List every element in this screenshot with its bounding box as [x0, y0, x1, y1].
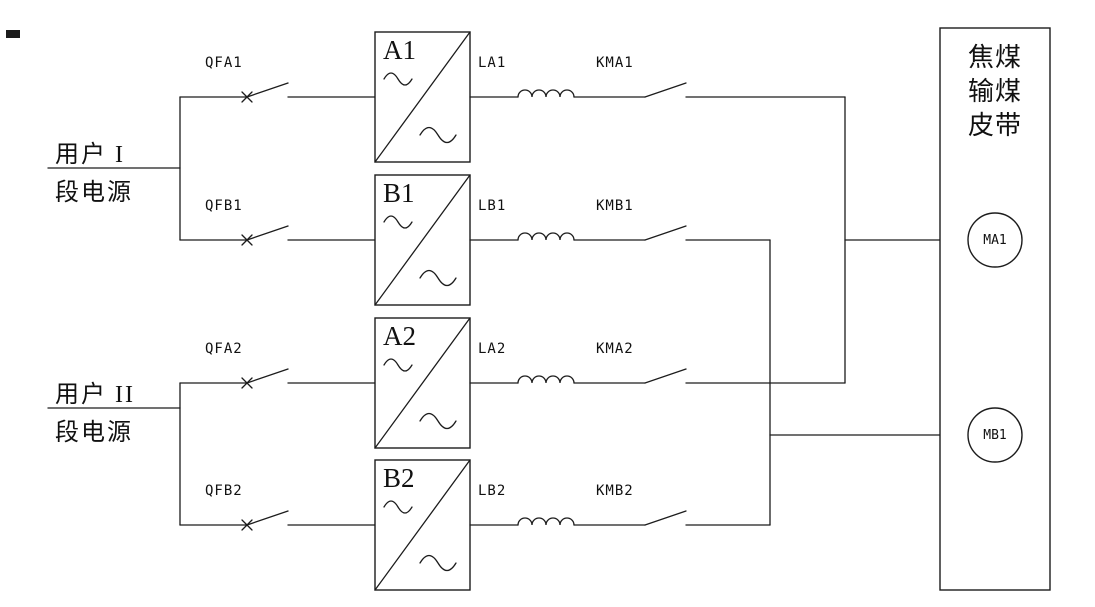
breaker-label: QFB1	[205, 198, 243, 214]
inductor-icon	[517, 232, 575, 241]
reactor-label: LB2	[478, 483, 506, 499]
inverter-box-a1: A1	[374, 31, 471, 163]
load-outline	[939, 27, 1051, 591]
contactor-label: KMA2	[596, 341, 634, 357]
reactor-label: LA1	[478, 55, 506, 71]
motor-symbol	[967, 407, 1023, 463]
output-buses	[769, 96, 969, 526]
source-2-label-line1: 用户 II	[55, 381, 135, 408]
inverter-diagonal	[374, 459, 471, 591]
load-title-line1: 焦煤	[968, 43, 1022, 72]
breaker-blade	[246, 510, 289, 526]
contactor-label: KMB2	[596, 483, 634, 499]
breaker-label: QFA2	[205, 341, 243, 357]
inductor-icon	[517, 375, 575, 384]
branch-a1: QFA1 LA1 KMA1 A1	[179, 31, 846, 163]
ac-wave-icon	[383, 215, 413, 229]
inductor-icon	[517, 517, 575, 526]
source-1-label-line1: 用户 I	[55, 141, 125, 168]
inductor-icon	[517, 89, 575, 98]
inverter-box-b2: B2	[374, 459, 471, 591]
source-2-label-line2: 段电源	[55, 419, 133, 446]
ac-wave-icon	[419, 412, 457, 430]
contactor-label: KMB1	[596, 198, 634, 214]
load-block: 焦煤 输煤 皮带 MA1 MB1	[939, 27, 1051, 591]
ac-wave-icon	[419, 126, 457, 144]
reactor-label: LA2	[478, 341, 506, 357]
branch-b2: QFB2 LB2 KMB2 B2	[179, 459, 771, 591]
branch-b1: QFB1 LB1 KMB1 B1	[179, 174, 771, 306]
branch-a2: QFA2 LA2 KMA2 A2	[179, 317, 846, 449]
circuit-breaker-icon	[241, 368, 289, 389]
contactor-icon	[644, 82, 687, 98]
contactor-icon	[644, 510, 687, 526]
reactor-label: LB1	[478, 198, 506, 214]
ac-wave-icon	[383, 500, 413, 514]
corner-mark	[6, 30, 20, 38]
contactor-label: KMA1	[596, 55, 634, 71]
circuit-breaker-icon	[241, 82, 289, 103]
inverter-diagonal	[374, 317, 471, 449]
source-1-label-line2: 段电源	[55, 179, 133, 206]
motor-label: MA1	[983, 233, 1006, 248]
inverter-box-b1: B1	[374, 174, 471, 306]
ac-wave-icon	[419, 554, 457, 572]
ac-wave-icon	[383, 72, 413, 86]
power-source-2: 用户 II 段电源	[47, 381, 181, 526]
motor-symbol	[967, 212, 1023, 268]
motor-mb1: MB1	[967, 407, 1023, 463]
load-title-line3: 皮带	[968, 111, 1022, 140]
breaker-blade	[246, 368, 289, 384]
ac-wave-icon	[383, 358, 413, 372]
contactor-icon	[644, 225, 687, 241]
inverter-label: A1	[383, 35, 416, 65]
breaker-blade	[246, 82, 289, 98]
breaker-label: QFB2	[205, 483, 243, 499]
breaker-blade	[246, 225, 289, 241]
inverter-label: B1	[383, 178, 415, 208]
contactor-icon	[644, 368, 687, 384]
circuit-breaker-icon	[241, 225, 289, 246]
inverter-box-a2: A2	[374, 317, 471, 449]
inverter-diagonal	[374, 174, 471, 306]
load-title-line2: 输煤	[968, 77, 1022, 106]
circuit-breaker-icon	[241, 510, 289, 531]
power-source-1: 用户 I 段电源	[47, 96, 181, 241]
motor-ma1: MA1	[967, 212, 1023, 268]
inverter-label: B2	[383, 463, 415, 493]
inverter-diagonal	[374, 31, 471, 163]
inverter-label: A2	[383, 321, 416, 351]
motor-label: MB1	[983, 428, 1006, 443]
breaker-label: QFA1	[205, 55, 243, 71]
ac-wave-icon	[419, 269, 457, 287]
